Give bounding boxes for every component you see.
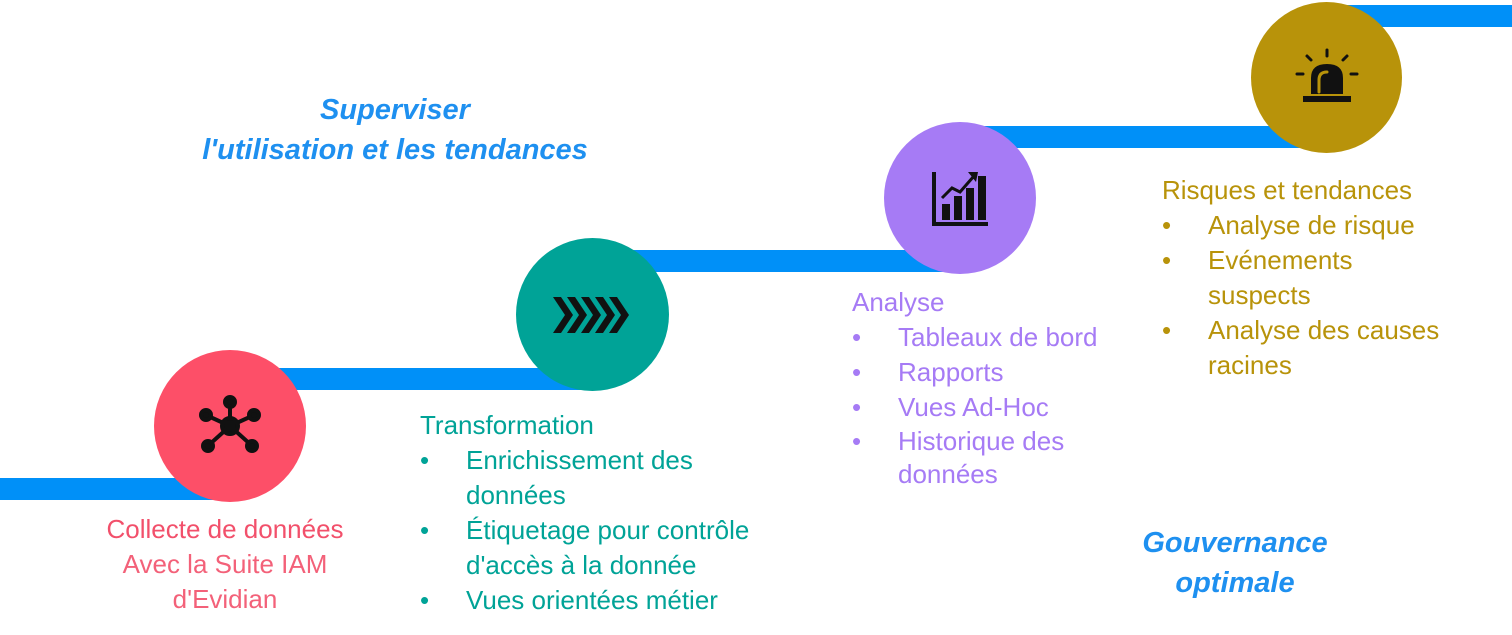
- bullet-icon: •: [1162, 210, 1172, 240]
- bullet-icon: •: [852, 357, 862, 387]
- analyse-step-circle: [884, 122, 1036, 274]
- bullet-icon: •: [420, 445, 430, 475]
- analyse-step-list: • Tableaux de bord • Rapports • Vues Ad-…: [852, 320, 1097, 491]
- bullet-icon: •: [1162, 315, 1172, 345]
- governance-heading: Gouvernance optimale: [1100, 523, 1370, 603]
- supervise-heading-line1: Superviser: [320, 94, 470, 126]
- list-item: • Vues Ad-Hoc: [852, 390, 1097, 425]
- collect-step-text: Collecte de données Avec la Suite IAM d'…: [60, 512, 390, 617]
- bullet-icon: •: [852, 392, 862, 422]
- governance-heading-line2: optimale: [1175, 567, 1295, 599]
- risk-step-circle: [1251, 2, 1402, 153]
- bullet-icon: •: [420, 585, 430, 615]
- list-item: • Enrichissement des données: [420, 445, 693, 510]
- list-item: • Analyse des causes racines: [1162, 315, 1440, 380]
- network-hub-icon: [199, 395, 261, 453]
- list-item: • Étiquetage pour contrôle d'accès à la …: [420, 515, 750, 580]
- stair-segment-3: [630, 250, 960, 272]
- collect-step-line1: Avec la Suite IAM: [122, 549, 328, 579]
- list-item: • Tableaux de bord: [852, 320, 1097, 355]
- governance-heading-line1: Gouvernance: [1142, 527, 1328, 559]
- list-item: • Vues orientées métier: [420, 583, 749, 618]
- supervise-heading-line2: l'utilisation et les tendances: [202, 134, 588, 166]
- bullet-icon: •: [1162, 245, 1172, 275]
- bar-chart-trend-icon: [932, 172, 988, 226]
- bullet-icon: •: [852, 426, 862, 456]
- list-item: • Historique des données: [852, 426, 1065, 489]
- alarm-siren-icon: [1295, 48, 1358, 102]
- list-item: • Evénements suspects: [1162, 245, 1353, 310]
- chevrons-forward-icon: [552, 296, 629, 333]
- transform-step-circle: [516, 238, 669, 391]
- collect-step-circle: [154, 350, 306, 502]
- analyse-step-title: Analyse: [852, 287, 945, 317]
- list-item: • Rapports: [852, 355, 1097, 390]
- list-item: • Analyse de risque: [1162, 208, 1439, 243]
- stair-segment-4: [970, 126, 1300, 148]
- bullet-icon: •: [420, 515, 430, 545]
- risk-step-title: Risques et tendances: [1162, 175, 1413, 205]
- transform-step-list: • Enrichissement des données • Étiquetag…: [420, 443, 749, 618]
- transform-step-title: Transformation: [420, 410, 594, 440]
- collect-step-line2: d'Evidian: [172, 584, 278, 614]
- bullet-icon: •: [852, 322, 862, 352]
- risk-step-list: • Analyse de risque • Evénements suspect…: [1162, 208, 1439, 383]
- stair-segment-1: [0, 478, 230, 500]
- stair-segment-2: [272, 368, 602, 390]
- collect-step-title: Collecte de données: [106, 514, 344, 544]
- supervise-heading: Superviser l'utilisation et les tendance…: [150, 90, 640, 170]
